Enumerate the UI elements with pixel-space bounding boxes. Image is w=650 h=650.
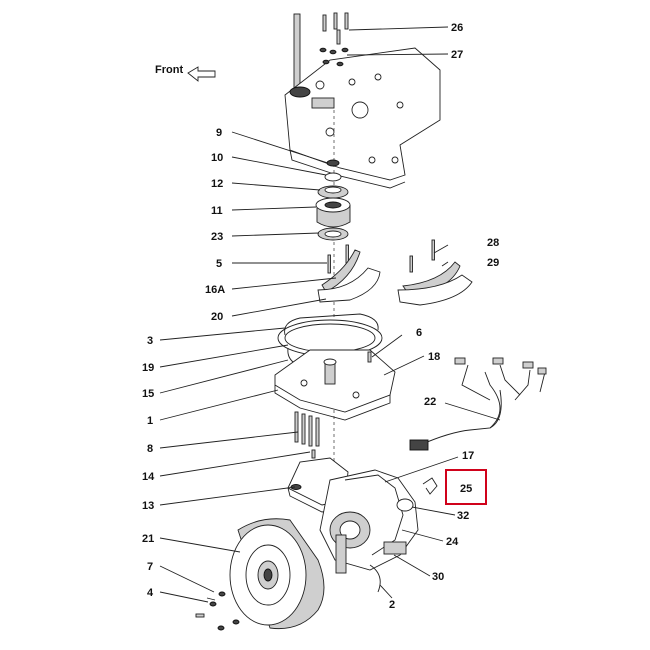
callout-6: 6 [416, 327, 422, 339]
wheel [229, 518, 325, 630]
callout-12: 12 [211, 178, 223, 190]
callout-29: 29 [487, 257, 499, 269]
callout-16A: 16A [205, 284, 225, 296]
turntable-plate [274, 349, 396, 421]
callout-19: 19 [142, 362, 154, 374]
callout-27: 27 [451, 49, 463, 61]
front-label: Front [155, 64, 183, 76]
sector-assembly-28-29 [397, 239, 473, 306]
callout-23: 23 [211, 231, 223, 243]
leader-lines [159, 26, 501, 603]
callout-18: 18 [428, 351, 440, 363]
cable-harness [409, 357, 547, 451]
callout-22: 22 [424, 396, 436, 408]
callout-1: 1 [147, 415, 153, 427]
callout-10: 10 [211, 152, 223, 164]
callout-7: 7 [147, 561, 153, 573]
callout-13: 13 [142, 500, 154, 512]
bolts-26 [319, 12, 349, 67]
callout-17: 17 [462, 450, 474, 462]
callout-20: 20 [211, 311, 223, 323]
callout-5: 5 [216, 258, 222, 270]
contact-fingers [294, 411, 320, 459]
callout-25-highlight-box [445, 469, 487, 505]
callout-3: 3 [147, 335, 153, 347]
callout-9: 9 [216, 127, 222, 139]
callout-21: 21 [142, 533, 154, 545]
callout-30: 30 [432, 571, 444, 583]
callout-8: 8 [147, 443, 153, 455]
callout-11: 11 [211, 205, 223, 217]
bearing-stack [315, 159, 351, 241]
callout-32: 32 [457, 510, 469, 522]
callout-14: 14 [142, 471, 155, 483]
clip-25-icon [422, 477, 438, 495]
callout-28: 28 [487, 237, 499, 249]
front-arrow-icon [187, 66, 216, 82]
callout-2: 2 [389, 599, 395, 611]
top-mount-plate [284, 13, 441, 189]
callout-25: 25 [460, 483, 472, 495]
gear-sector-16A [317, 244, 381, 303]
wheel-bolts [195, 591, 240, 631]
motor-housing [319, 469, 419, 593]
callout-15: 15 [142, 388, 154, 400]
callout-26: 26 [451, 22, 463, 34]
callout-24: 24 [446, 536, 459, 548]
ring-gear [277, 313, 383, 369]
callout-4: 4 [147, 587, 154, 599]
